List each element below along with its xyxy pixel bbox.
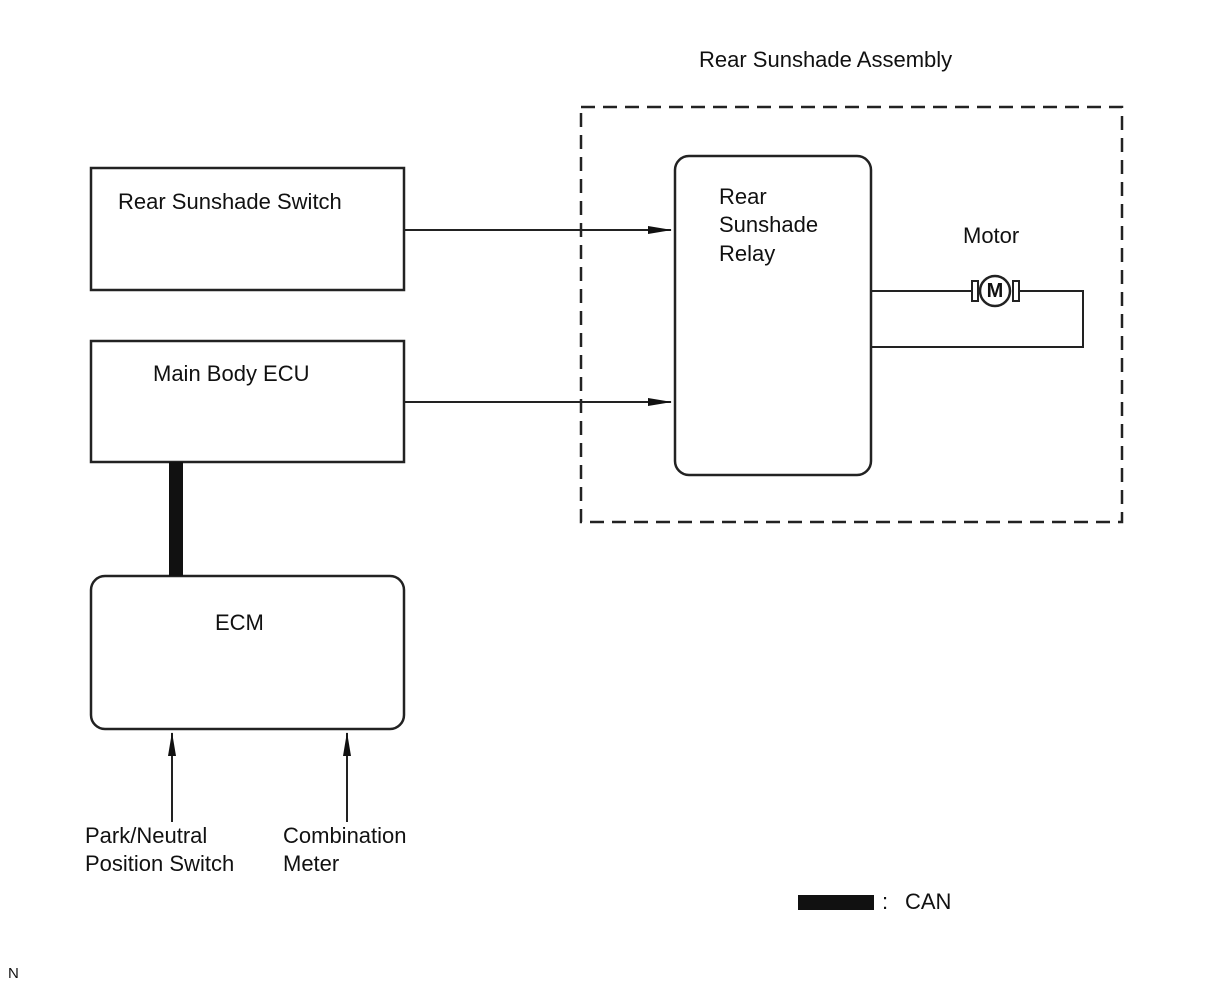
assembly-title: Rear Sunshade Assembly	[699, 47, 953, 72]
motor-icon	[971, 274, 1020, 308]
corner-code: N	[8, 965, 19, 982]
ecu-box	[89, 339, 406, 464]
motor-return-wire	[871, 290, 1084, 348]
relay-box	[673, 154, 873, 477]
assembly-boundary	[579, 105, 1124, 524]
can-bus-line	[169, 462, 183, 576]
park-neutral-label-line-1: Park/Neutral	[85, 823, 208, 848]
park-neutral-label-line-2: Position Switch	[85, 851, 235, 876]
legend-can-label: CAN	[905, 889, 952, 914]
switch-box	[89, 166, 406, 292]
combination-meter-label-line-1: Combination	[283, 823, 407, 848]
relay-label-line-2: Sunshade	[719, 212, 819, 237]
combination-meter-label-line-2: Meter	[283, 851, 340, 876]
ecm-label: ECM	[215, 610, 264, 635]
switch-label: Rear Sunshade Switch	[118, 189, 342, 214]
legend-can-swatch	[798, 895, 874, 910]
legend-separator: :	[882, 889, 889, 914]
relay-label-line-1: Rear	[719, 184, 767, 209]
motor-symbol-letter: M	[986, 280, 1004, 302]
ecu-label: Main Body ECU	[153, 361, 310, 386]
motor-label: Motor	[963, 223, 1020, 248]
relay-label-line-3: Relay	[719, 241, 776, 266]
ecm-box	[89, 574, 406, 731]
